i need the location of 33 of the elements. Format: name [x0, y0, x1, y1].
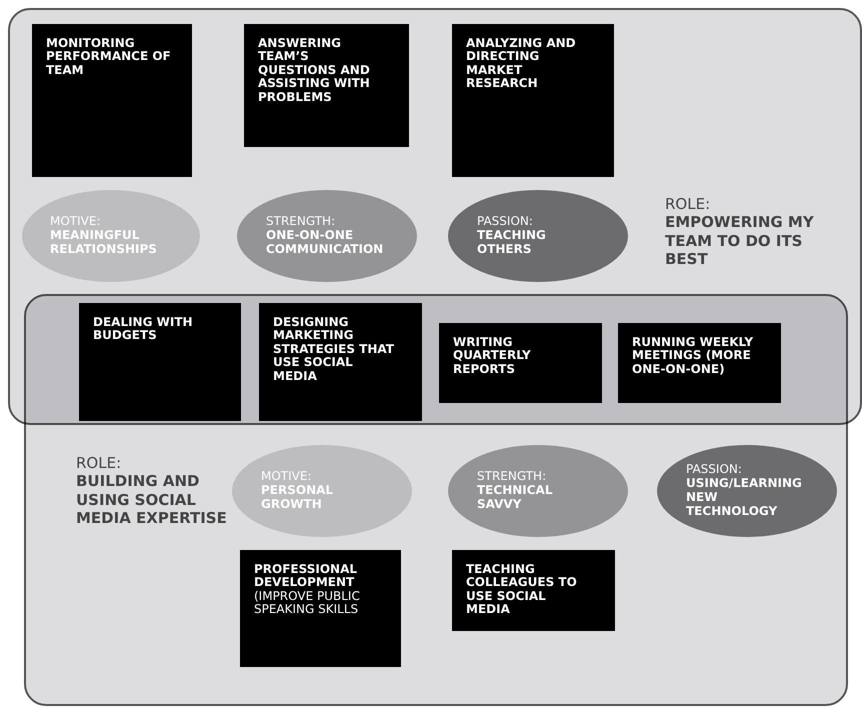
trait-label: MOTIVE: [261, 470, 313, 484]
task-text: (IMPROVE PUBLIC SPEAKING SKILLS [254, 590, 361, 617]
task-text: DEALING WITH BUDGETS [93, 316, 194, 343]
task-text: WRITING QUARTERLY REPORTS [453, 336, 532, 376]
trait-label: STRENGTH: [266, 215, 336, 230]
trait-value: TECHNICAL SAVVY [477, 484, 554, 512]
task-box [240, 550, 401, 667]
task-box [32, 24, 192, 177]
task-text: ANSWERING TEAM’S QUESTIONS AND ASSISTING WITH PROBLEMS [258, 37, 371, 104]
trait-label: PASSION: [686, 463, 743, 478]
trait-value: MEANINGFUL RELATIONSHIPS [50, 229, 158, 257]
task-text: PROFESSIONAL DEVELOPMENT [254, 563, 358, 590]
task-box [439, 323, 602, 403]
trait-value: TEACHING OTHERS [477, 229, 547, 257]
task-box [452, 24, 614, 177]
trait-label: PASSION: [477, 215, 534, 230]
task-text: DESIGNING MARKETING STRATEGIES THAT USE SOCIAL MEDIA [273, 316, 395, 384]
task-box [618, 323, 781, 403]
task-text: MONITORING PERFORMANCE OF TEAM [46, 37, 171, 78]
task-box [79, 303, 241, 421]
trait-value: PERSONAL GROWTH [261, 484, 334, 512]
trait-label: STRENGTH: [477, 470, 548, 484]
task-text: RUNNING WEEKLY MEETINGS (MORE ONE-ON-ONE) [632, 336, 754, 376]
task-box [259, 303, 422, 421]
task-box [452, 550, 615, 631]
trait-value: ONE-ON-ONE COMMUNICATION [266, 229, 384, 257]
task-text: TEACHING COLLEAGUES TO USE SOCIAL MEDIA [466, 563, 578, 617]
trait-value: USING/LEARNING NEW TECHNOLOGY [686, 477, 803, 519]
role-text: ROLE: EMPOWERING MY TEAM TO DO ITS BEST [665, 195, 815, 268]
role-text: ROLE: BUILDING AND USING SOCIAL MEDIA EXPERTISE [76, 454, 228, 528]
task-text: ANALYZING AND DIRECTING MARKET RESEARCH [466, 37, 577, 91]
trait-label: MOTIVE: [50, 215, 102, 230]
task-box [244, 24, 409, 147]
